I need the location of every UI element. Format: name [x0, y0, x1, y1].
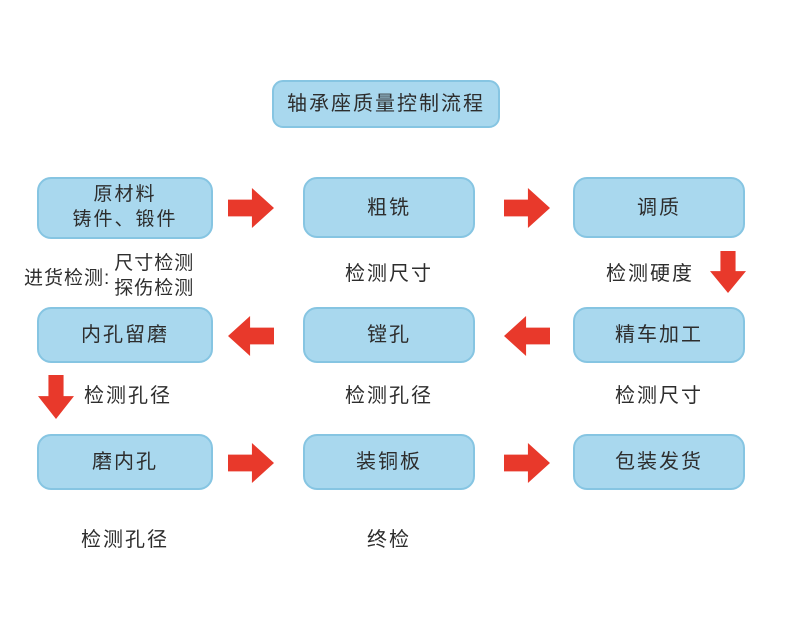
flowchart-title: 轴承座质量控制流程 [272, 80, 500, 128]
node-quench-temper: 调质 [573, 177, 745, 238]
arrow-right-icon [504, 443, 550, 483]
arrow-right-icon [504, 188, 550, 228]
arrow-right-icon [228, 443, 274, 483]
caption-inspect-bore-after-grinding: 检测孔径 [81, 529, 169, 551]
caption-incoming-inspection-line1: 尺寸检测 [114, 253, 195, 274]
node-rough-milling: 粗铣 [303, 177, 475, 238]
caption-incoming-inspection-line2: 探伤检测 [114, 277, 195, 299]
arrow-right-icon [228, 188, 274, 228]
node-raw-material: 原材料 铸件、锻件 [37, 177, 213, 239]
caption-inspect-bore-after-allowance: 检测孔径 [84, 385, 172, 407]
caption-incoming-inspection: 进货检测: 尺寸检测 探伤检测 [24, 252, 194, 301]
node-packing-shipping: 包装发货 [573, 434, 745, 490]
node-raw-material-line2: 铸件、锻件 [72, 209, 178, 230]
arrow-left-icon [504, 316, 550, 356]
node-grind-bore: 磨内孔 [37, 434, 213, 490]
caption-incoming-inspection-label: 进货检测: [24, 268, 111, 290]
arrow-down-icon [38, 375, 74, 419]
caption-inspect-size-after-turning: 检测尺寸 [615, 385, 703, 407]
node-fit-copper-plate: 装铜板 [303, 434, 475, 490]
arrow-left-icon [228, 316, 274, 356]
node-bore-grinding-allowance: 内孔留磨 [37, 307, 213, 363]
node-raw-material-line1: 原材料 [93, 184, 157, 206]
node-boring: 镗孔 [303, 307, 475, 363]
caption-inspect-bore-after-boring: 检测孔径 [345, 385, 433, 407]
caption-final-inspection: 终检 [367, 529, 411, 551]
caption-incoming-inspection-lines: 尺寸检测 探伤检测 [114, 252, 194, 301]
caption-inspect-hardness: 检测硬度 [606, 263, 694, 285]
caption-inspect-size-after-milling: 检测尺寸 [345, 263, 433, 285]
node-fine-turning: 精车加工 [573, 307, 745, 363]
